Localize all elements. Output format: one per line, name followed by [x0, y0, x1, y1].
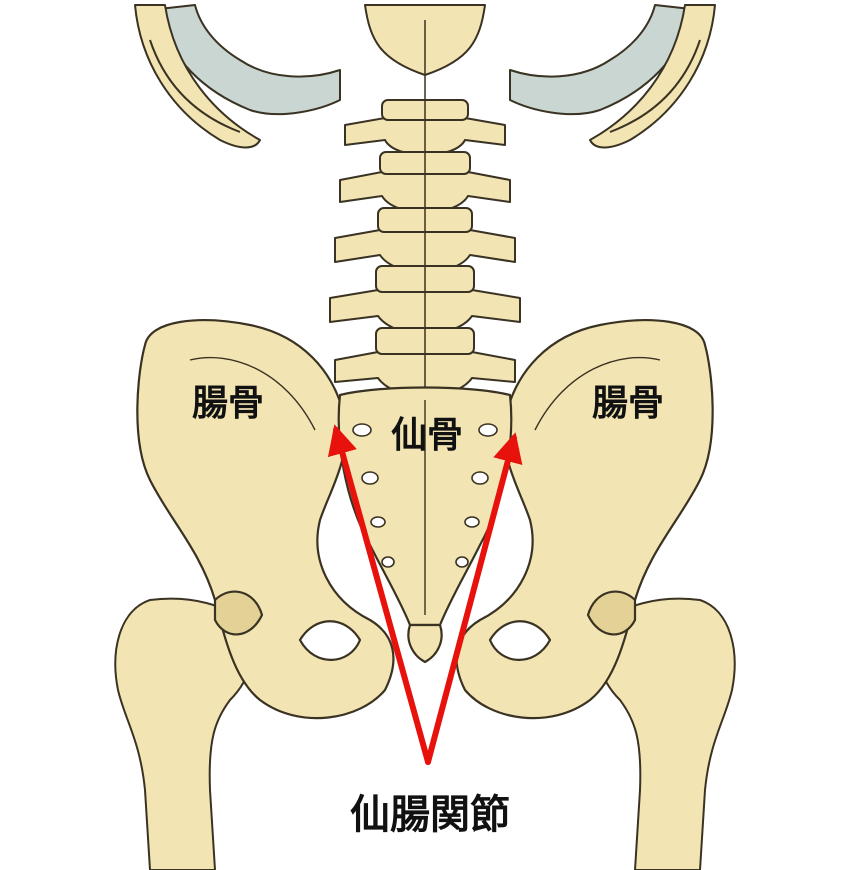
rib-cage [134, 4, 716, 149]
label-sacrum: 仙骨 [391, 415, 463, 456]
label-ilium-left: 腸骨 [192, 383, 264, 424]
label-ilium-right: 腸骨 [592, 383, 664, 424]
right-sacroiliac-arrow [425, 432, 523, 765]
lumbar-spine [329, 20, 521, 400]
sacroiliac-arrows [327, 424, 523, 765]
sacrum [337, 386, 513, 664]
left-sacroiliac-arrow [327, 424, 431, 765]
pelvis [136, 319, 714, 720]
label-sacroiliac-joint: 仙腸関節 [350, 792, 510, 838]
